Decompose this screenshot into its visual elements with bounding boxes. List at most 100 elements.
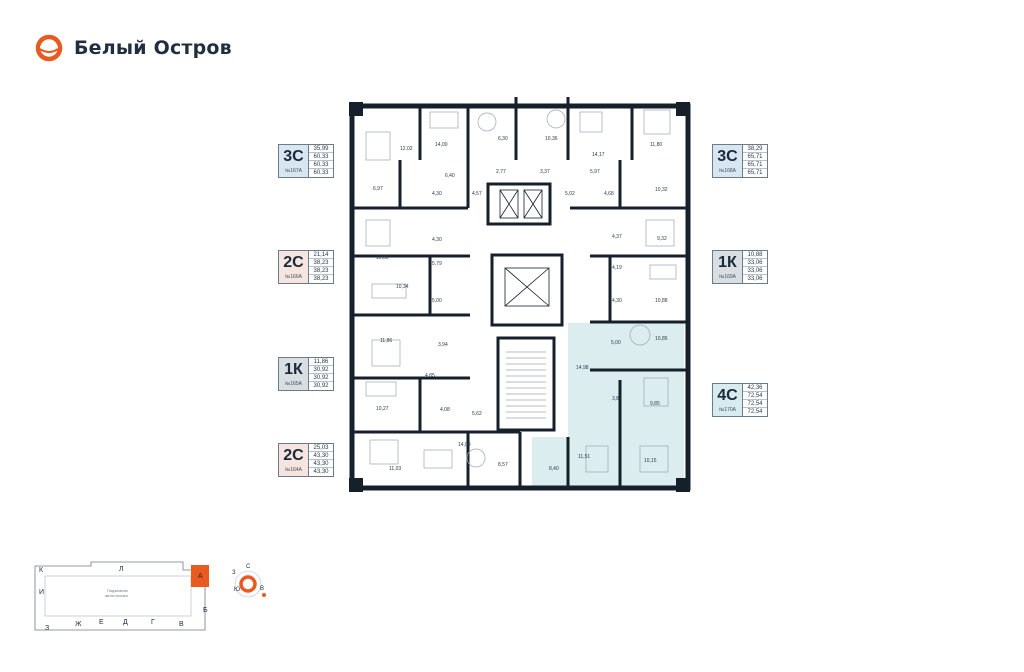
apartment-number: №165А xyxy=(284,380,303,387)
apartment-type: 2С xyxy=(283,446,304,464)
room-area: 4,08 xyxy=(440,407,450,413)
room-area: 3,94 xyxy=(438,342,448,348)
compass-north: С xyxy=(246,564,251,570)
apartment-number: №167А xyxy=(284,167,303,174)
svg-text:Б: Б xyxy=(203,607,208,614)
apartment-type: 3С xyxy=(717,147,738,165)
brand-logo[interactable]: Белый Остров xyxy=(34,33,232,63)
room-area: 5,79 xyxy=(432,261,442,267)
room-area: 14,17 xyxy=(592,152,605,158)
room-area: 4,85 xyxy=(425,373,435,379)
room-area: 4,57 xyxy=(472,191,482,197)
svg-text:А: А xyxy=(198,573,203,580)
room-area: 5,00 xyxy=(432,298,442,304)
room-area: 8,57 xyxy=(498,462,508,468)
brand-name: Белый Остров xyxy=(74,37,232,59)
room-area: 4,68 xyxy=(604,191,614,197)
room-area: 6,97 xyxy=(373,186,383,192)
room-area: 9,85 xyxy=(650,401,660,407)
room-area: 5,62 xyxy=(472,411,482,417)
svg-text:З: З xyxy=(45,625,49,632)
interior-walls xyxy=(352,97,688,488)
apartment-number: №166А xyxy=(284,273,303,280)
svg-text:автостоянка: автостоянка xyxy=(105,593,128,598)
apartment-number: №164А xyxy=(284,466,303,473)
room-area: 4,30 xyxy=(432,237,442,243)
compass: С Ю В З xyxy=(226,564,276,604)
svg-text:Д: Д xyxy=(123,619,128,626)
room-area: 10,32 xyxy=(655,187,668,193)
compass-icon xyxy=(234,570,266,598)
room-area: 5,02 xyxy=(565,191,575,197)
apartment-number: №169А xyxy=(718,273,737,280)
room-area: 4,30 xyxy=(612,298,622,304)
room-area: 4,37 xyxy=(612,234,622,240)
svg-text:Ж: Ж xyxy=(75,621,82,628)
room-area: 10,85 xyxy=(655,336,668,342)
building-core xyxy=(486,182,564,432)
apartment-type: 1К xyxy=(284,360,303,378)
furniture xyxy=(365,109,677,473)
svg-text:Г: Г xyxy=(151,619,155,626)
svg-text:Подземная: Подземная xyxy=(107,588,128,593)
apartment-type: 3С xyxy=(283,147,304,165)
room-area: 11,03 xyxy=(389,466,401,472)
room-area: 11,51 xyxy=(578,454,590,460)
apartment-number: №168А xyxy=(718,167,737,174)
room-area: 10,88 xyxy=(655,298,668,304)
apartment-type: 4С xyxy=(717,386,738,404)
room-area: 10,27 xyxy=(376,406,389,412)
room-area: 2,77 xyxy=(496,169,506,175)
room-area: 4,19 xyxy=(612,265,622,271)
room-area: 14,00 xyxy=(435,142,448,148)
room-area: 6,40 xyxy=(445,173,455,179)
room-area: 5,00 xyxy=(611,340,621,346)
site-plan: К Л А И Б З Ж Е Д Г В Подземная автостоя… xyxy=(34,561,209,632)
room-area: 10,80 xyxy=(376,255,389,261)
room-area: 9,32 xyxy=(657,236,667,242)
room-area: 6,30 xyxy=(498,136,508,142)
room-area: 3,80 xyxy=(612,396,622,402)
corner-blocks xyxy=(349,102,690,492)
apartment-number: №170А xyxy=(718,406,737,413)
compass-west: З xyxy=(232,570,236,576)
room-area: 10,36 xyxy=(545,136,558,142)
svg-text:В: В xyxy=(179,621,184,628)
elevators xyxy=(499,189,550,307)
brand-logo-icon xyxy=(35,34,63,62)
room-area-labels: 12,02 14,00 6,30 10,36 14,17 11,80 6,40 … xyxy=(373,136,668,472)
svg-text:Е: Е xyxy=(99,619,104,626)
apartment-type: 1К xyxy=(718,253,737,271)
room-area: 8,40 xyxy=(549,466,559,472)
room-area: 4,30 xyxy=(432,191,442,197)
stairs xyxy=(506,351,546,419)
room-area: 12,02 xyxy=(400,146,413,152)
room-area: 10,34 xyxy=(396,284,409,290)
room-area: 5,97 xyxy=(590,169,600,175)
compass-south: Ю xyxy=(234,587,241,593)
room-area: 11,80 xyxy=(650,142,662,148)
room-area: 14,00 xyxy=(458,442,471,448)
room-area: 11,86 xyxy=(380,338,392,344)
room-area: 3,37 xyxy=(540,169,550,175)
room-area: 10,15 xyxy=(644,458,657,464)
room-area: 14,98 xyxy=(576,365,589,371)
apartment-type: 2С xyxy=(283,253,304,271)
selected-apartment-highlight xyxy=(532,323,684,486)
compass-east: В xyxy=(260,586,265,592)
